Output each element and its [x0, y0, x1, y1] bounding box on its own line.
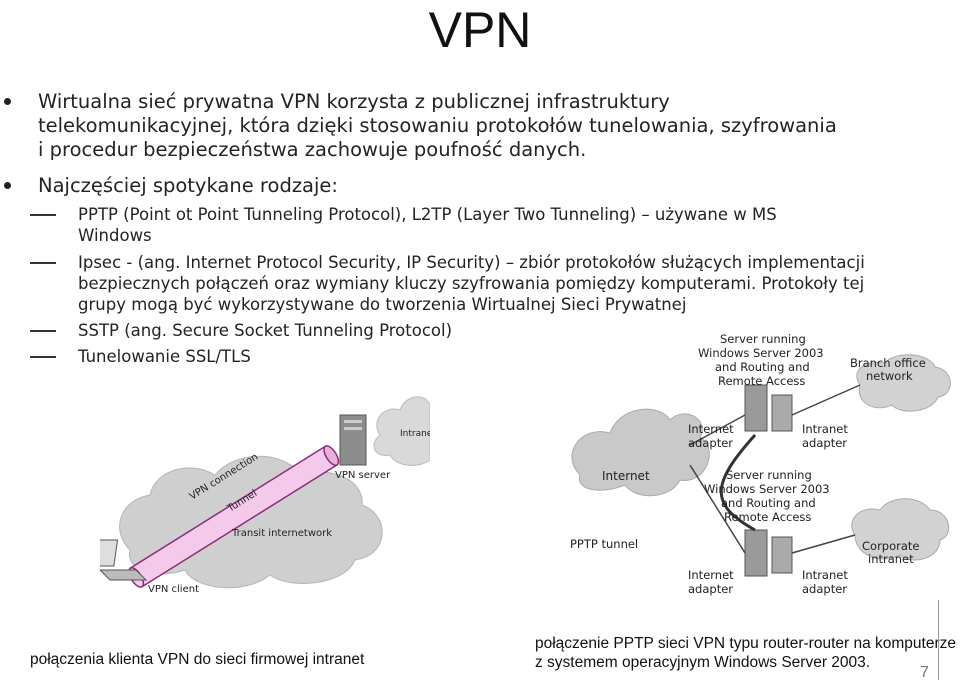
branch-office-cloud: [856, 354, 951, 412]
sub-bullet-pptp: PPTP (Point ot Point Tunneling Protocol)…: [78, 204, 777, 246]
page-number: 7: [920, 664, 929, 681]
internet-cloud: [571, 408, 710, 497]
vpn-server-label: VPN server: [335, 470, 391, 481]
text-line: Wirtualna sieć prywatna VPN korzysta z p…: [38, 90, 670, 113]
server-top-label: Server running Windows Server 2003 and R…: [698, 332, 827, 388]
text-line: telekomunikacyjnej, która dzięki stosowa…: [38, 114, 837, 137]
sub-bullet-sstp: SSTP (ang. Secure Socket Tunneling Proto…: [78, 321, 453, 340]
text-line: grupy mogą być wykorzystywane do tworzen…: [78, 295, 687, 314]
bullet-types-heading: Najczęściej spotykane rodzaje:: [38, 174, 338, 197]
vpn-server-icon: [339, 414, 367, 466]
dash-marker: [30, 330, 56, 332]
server-icon-bottom: [744, 529, 793, 577]
corporate-intranet-cloud: [851, 498, 950, 561]
divider-line: [938, 600, 939, 680]
sub-bullet-ipsec: Ipsec - (ang. Internet Protocol Security…: [78, 252, 865, 315]
dash-marker: [30, 214, 56, 216]
text-line: i procedur bezpieczeństwa zachowuje pouf…: [38, 138, 587, 161]
vpn-client-label: VPN client: [148, 584, 199, 595]
sub-bullet-ssl-tls: Tunelowanie SSL/TLS: [78, 347, 251, 366]
text-line: Ipsec - (ang. Internet Protocol Security…: [78, 253, 865, 272]
corporate-intranet-label: Corporate intranet: [862, 539, 923, 566]
vpn-client-diagram: Intranet VPN server VPN connection Tunne…: [79, 380, 436, 614]
server-icon-top: [744, 384, 793, 432]
text-line: PPTP (Point ot Point Tunneling Protocol)…: [78, 205, 777, 224]
internet-adapter-bottom-label: Internet adapter: [688, 568, 737, 596]
dash-marker: [30, 262, 56, 264]
bullet-vpn-definition: Wirtualna sieć prywatna VPN korzysta z p…: [38, 90, 837, 162]
left-figure-caption: połączenia klienta VPN do sieci firmowej…: [30, 651, 365, 668]
slide-title: VPN: [428, 2, 532, 58]
caption-line: z systemem operacyjnym Windows Server 20…: [535, 654, 871, 671]
branch-office-label: Branch office network: [850, 356, 929, 383]
text-line: bezpiecznych połączeń oraz wymiany klucz…: [78, 274, 865, 293]
caption-line: połączenie PPTP sieci VPN typu router-ro…: [535, 635, 956, 652]
bullet-list: Wirtualna sieć prywatna VPN korzysta z p…: [4, 90, 865, 366]
bullet-dot: [4, 98, 11, 105]
internet-label: Internet: [602, 469, 650, 483]
intranet-label: Intranet: [400, 429, 430, 439]
internet-adapter-top-label: Internet adapter: [688, 422, 737, 450]
pptp-router-diagram: Server running Windows Server 2003 and R…: [540, 325, 960, 604]
intranet-adapter-top-label: Intranet adapter: [802, 422, 852, 450]
pptp-tunnel-label: PPTP tunnel: [570, 537, 638, 551]
transit-internetwork-label: Transit internetwork: [231, 528, 332, 539]
text-line: Windows: [78, 226, 152, 245]
dash-marker: [30, 356, 56, 358]
server-bottom-label: Server running Windows Server 2003 and R…: [704, 468, 833, 524]
bullet-dot: [4, 182, 11, 189]
right-figure-caption: połączenie PPTP sieci VPN typu router-ro…: [535, 634, 956, 672]
intranet-adapter-bottom-label: Intranet adapter: [802, 568, 852, 596]
